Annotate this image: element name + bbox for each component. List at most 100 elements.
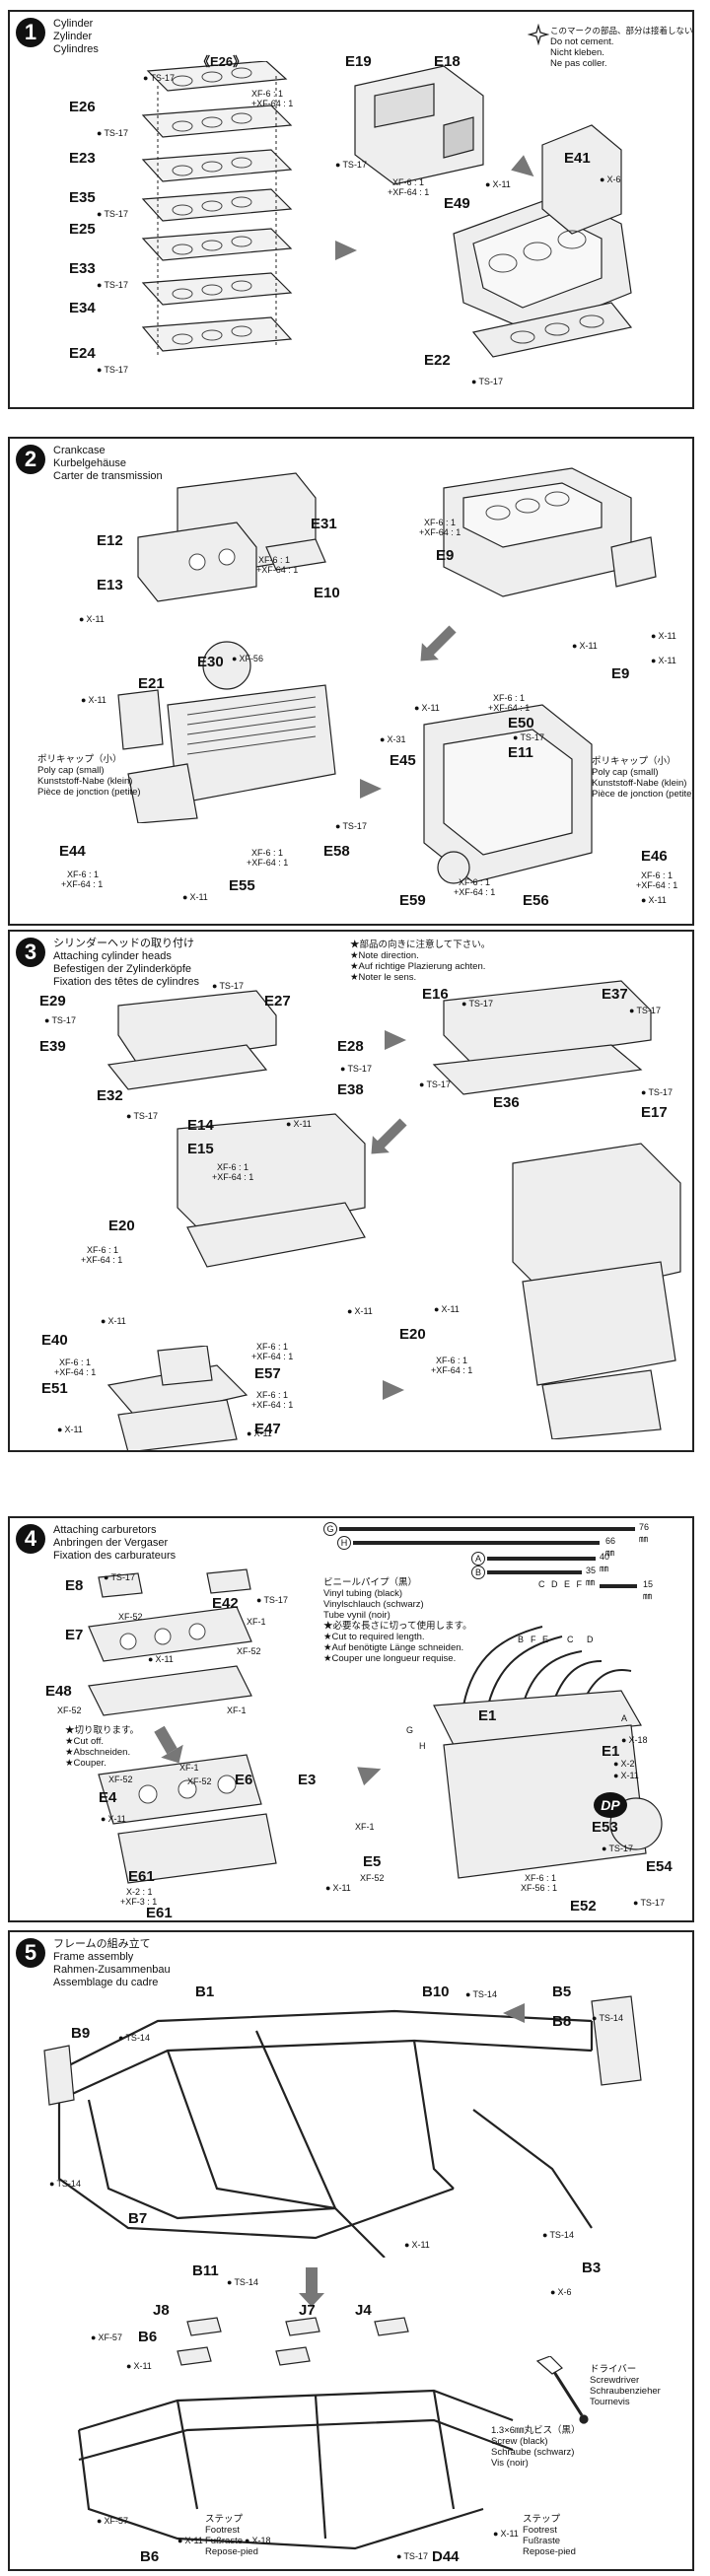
tube-b-row: B 35㎜ [471,1566,596,1587]
part-e48: E48 [45,1683,72,1700]
cylinder-stack-illustration [141,61,293,357]
label-xf64: +XF-64 : 1 [251,99,294,108]
label-xf6: XF-6 : 1 [217,1162,249,1172]
footrest-note: ステップ Footrest Fußraste Repose-pied [205,2514,258,2557]
label-ts17-b: TS-17 [513,732,544,742]
part-e61: E61 [128,1868,155,1885]
part-b11: B11 [192,2263,219,2279]
head-assembly-illustration [177,1113,366,1268]
label-xf6: XF-6 : 1 [251,89,284,99]
part-e59: E59 [399,892,426,909]
label-ts17-d: TS-17 [633,1898,665,1908]
label-xf64-d: +XF-64 : 1 [54,1367,97,1377]
tube-h-label: H [419,1741,426,1751]
label-x11-d: X-11 [613,1771,638,1780]
label-ts17: TS-17 [44,1015,76,1025]
label-ts14-e: TS-14 [227,2277,258,2287]
label-xf56: XF-56 [232,654,263,663]
label-x11-d: X-11 [651,656,675,665]
tube-cdef-row: C D E F 15㎜ [538,1579,654,1601]
part-e28: E28 [337,1038,364,1055]
lower-frame-illustration [77,2317,514,2550]
label-xf64-b: +XF-64 : 1 [388,187,430,197]
label-ts17-d: TS-17 [97,280,128,290]
label-x31: X-31 [380,734,405,744]
part-e13: E13 [97,577,123,593]
label-xf57: XF-57 [91,2332,122,2342]
label-ts17-b: TS-17 [212,981,244,991]
part-e32: E32 [97,1087,123,1104]
part-e16: E16 [422,986,449,1003]
label-xf64-b: +XF-64 : 1 [419,527,462,537]
part-e55: E55 [229,877,255,894]
label-ts17: TS-17 [143,73,175,83]
part-e26-box: 《E26》 [197,54,247,69]
step-5-panel: 5 フレームの組み立て Frame assembly Rahmen-Zusamm… [8,1930,694,2571]
carburetor-parts-illustration [88,1568,277,1884]
label-ts17-f: TS-17 [629,1006,661,1015]
label-xf6-f: XF-6 : 1 [256,1390,289,1400]
label-xf3: +XF-3 : 1 [120,1897,158,1907]
step-title: シリンダーヘッドの取り付け Attaching cylinder heads B… [53,938,199,988]
label-x11-b: X-11 [434,1304,459,1314]
part-e1: E1 [478,1707,497,1724]
part-b1: B1 [195,1984,215,2000]
part-e33: E33 [69,260,96,277]
part-b7: B7 [128,2210,148,2227]
part-e25: E25 [69,221,96,238]
step-number: 2 [16,445,45,474]
part-e34: E34 [69,300,96,316]
part-e41: E41 [564,150,591,167]
tube-f-label: F [531,1635,536,1644]
label-x18: X-18 [245,2536,270,2545]
title-de: Zylinder [53,31,93,42]
label-xf6-e: XF-6 : 1 [256,1342,289,1352]
crankcase-upper-illustration [443,467,657,597]
part-e27: E27 [264,993,291,1010]
label-ts17-e: TS-17 [97,365,128,375]
step-1-panel: 1 Cylinder Zylinder Cylindres このマークの部品、部… [8,10,694,409]
part-e17: E17 [641,1104,668,1121]
label-x11-e: X-11 [81,695,106,705]
label-xf6: XF-6 : 1 [525,1873,557,1883]
footrest-note-b: ステップ Footrest Fußraste Repose-pied [523,2514,576,2557]
part-b6: B6 [138,2329,158,2345]
title-fr: Cylindres [53,43,99,55]
part-e21: E21 [138,675,165,692]
part-j8: J8 [153,2302,170,2319]
part-e8: E8 [65,1577,84,1594]
part-e44: E44 [59,843,86,860]
label-xf64-g: +XF-64 : 1 [454,887,496,897]
flow-arrow-2 [360,779,382,799]
direction-note: ★部品の向きに注意して下さい。 ★Note direction. ★Auf ri… [350,940,491,983]
part-e23: E23 [69,150,96,167]
label-x2: X-2 [613,1759,634,1769]
part-e3: E3 [298,1772,317,1788]
label-xf52-f: XF-52 [360,1873,385,1883]
label-xf57-b: XF-57 [97,2516,128,2526]
tube-c-label: C [567,1635,574,1644]
part-b10: B10 [422,1984,450,2000]
flow-arrow [385,1030,406,1050]
cylinder-head-illustration [106,990,277,1090]
label-x11-g: X-11 [414,703,439,713]
label-xf52-b: XF-52 [237,1646,261,1656]
label-ts14-c: TS-14 [118,2033,150,2043]
part-e53: E53 [592,1819,618,1836]
part-e20-b: E20 [399,1326,426,1343]
part-e1-b: E1 [602,1743,620,1760]
label-xf52: XF-52 [118,1612,143,1622]
crankcase-lower-illustration [137,472,326,602]
part-e36: E36 [493,1094,520,1111]
part-j7: J7 [299,2302,316,2319]
upper-frame-illustration [43,1995,642,2258]
label-xf64-b: +XF-64 : 1 [81,1255,123,1265]
part-e46: E46 [641,848,668,865]
label-x11: X-11 [485,179,510,189]
label-ts17-c: TS-17 [97,209,128,219]
label-x11: X-11 [404,2240,429,2250]
label-xf52-d: XF-52 [108,1775,133,1784]
label-ts17-d: TS-17 [126,1111,158,1121]
step-title: Crankcase Kurbelgehäuse Carter de transm… [53,445,163,482]
label-ts17: TS-17 [335,821,367,831]
